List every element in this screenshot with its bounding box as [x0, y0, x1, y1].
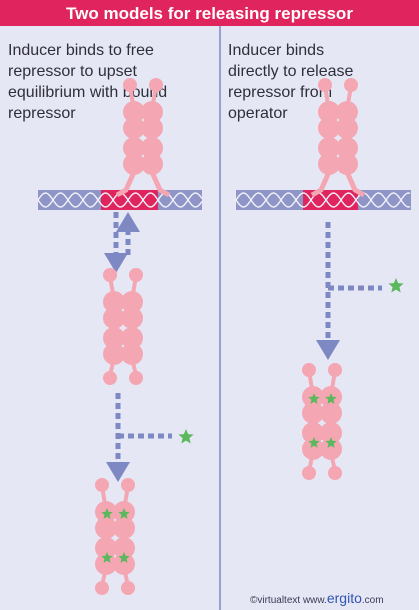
repressor-tetramer-icon	[302, 363, 342, 480]
repressor-subunit	[103, 307, 125, 329]
repressor-knob	[103, 371, 117, 385]
repressor-subunit	[113, 553, 135, 575]
repressor-knob	[318, 78, 332, 92]
dna-helix-line	[235, 192, 411, 208]
inducer-star-icon	[308, 393, 320, 404]
credit-brand: ergito	[326, 590, 362, 606]
repressor-subunit	[302, 422, 324, 444]
repressor-leg	[115, 170, 137, 198]
inducer-star-icon	[308, 437, 320, 448]
repressor-subunit	[318, 101, 340, 123]
dna-helix-line	[235, 192, 411, 208]
repressor-subunit	[302, 402, 324, 424]
repressor-knob	[129, 371, 143, 385]
repressor-knob	[129, 268, 143, 282]
repressor-subunit	[95, 517, 117, 539]
repressor-subunit	[141, 117, 163, 139]
repressor-subunit	[318, 153, 340, 175]
repressor-knob	[149, 78, 163, 92]
repressor-tetramer-icon	[310, 78, 366, 198]
repressor-subunit	[113, 517, 135, 539]
repressor-subunit	[123, 101, 145, 123]
repressor-leg	[344, 170, 366, 198]
credit-suffix: .com	[361, 595, 384, 606]
repressor-knob	[302, 363, 316, 377]
repressor-subunit	[121, 307, 143, 329]
arrowhead-up-icon	[116, 212, 140, 232]
repressor-subunit	[318, 137, 340, 159]
dna-operator-icon	[235, 190, 411, 210]
repressor-tetramer-icon	[103, 268, 143, 385]
repressor-knob	[328, 466, 342, 480]
repressor-subunit	[141, 101, 163, 123]
repressor-knob	[95, 581, 109, 595]
repressor-subunit	[141, 137, 163, 159]
title-bar	[0, 0, 419, 26]
dna-helix-line	[37, 192, 203, 208]
credit-line: ©virtualtext www.ergito.com	[250, 590, 384, 606]
repressor-subunit	[121, 291, 143, 313]
repressor-subunit	[336, 101, 358, 123]
repressor-subunit	[121, 327, 143, 349]
repressor-subunit	[103, 327, 125, 349]
repressor-knob	[344, 78, 358, 92]
arrowhead-down-icon	[316, 340, 340, 360]
credit-copyright: ©virtualtext www.	[250, 595, 327, 606]
repressor-subunit	[336, 137, 358, 159]
repressor-subunit	[95, 537, 117, 559]
repressor-subunit	[320, 422, 342, 444]
repressor-subunit	[123, 117, 145, 139]
repressor-tetramer-icon	[115, 78, 171, 198]
right-model-caption: Inducer binds directly to release repres…	[228, 42, 354, 122]
operator-region	[101, 190, 158, 210]
inducer-star-icon	[118, 508, 130, 519]
repressor-subunit	[320, 438, 342, 460]
repressor-subunit	[123, 137, 145, 159]
left-model-caption: Inducer binds to free repressor to upset…	[8, 42, 168, 122]
repressor-subunit	[336, 117, 358, 139]
repressor-knob	[121, 478, 135, 492]
inducer-star-icon	[101, 508, 113, 519]
repressor-subunit	[123, 153, 145, 175]
repressor-knob	[103, 268, 117, 282]
dna-operator-icon	[37, 190, 203, 210]
repressor-knob	[328, 363, 342, 377]
repressor-subunit	[121, 343, 143, 365]
panel-divider	[219, 26, 221, 610]
repressor-knob	[95, 478, 109, 492]
repressor-subunit	[141, 153, 163, 175]
repressor-leg	[310, 170, 332, 198]
repressor-subunit	[95, 553, 117, 575]
inducer-star-icon	[101, 552, 113, 563]
repressor-subunit	[302, 438, 324, 460]
inducer-star-icon	[325, 437, 337, 448]
repressor-subunit	[103, 343, 125, 365]
inducer-star-icon	[388, 278, 404, 293]
arrowhead-down-icon	[106, 462, 130, 482]
repressor-knob	[123, 78, 137, 92]
inducer-star-icon	[118, 552, 130, 563]
repressor-tetramer-icon	[95, 478, 135, 595]
repressor-subunit	[320, 402, 342, 424]
inducer-star-icon	[325, 393, 337, 404]
diagram-title: Two models for releasing repressor	[66, 4, 353, 23]
inducer-star-icon	[178, 429, 194, 444]
repressor-knob	[302, 466, 316, 480]
repressor-subunit	[318, 117, 340, 139]
arrowhead-down-icon	[104, 253, 128, 273]
repressor-subunit	[336, 153, 358, 175]
repressor-subunit	[113, 537, 135, 559]
repressor-knob	[121, 581, 135, 595]
repressor-leg	[149, 170, 171, 198]
repressor-subunit	[103, 291, 125, 313]
